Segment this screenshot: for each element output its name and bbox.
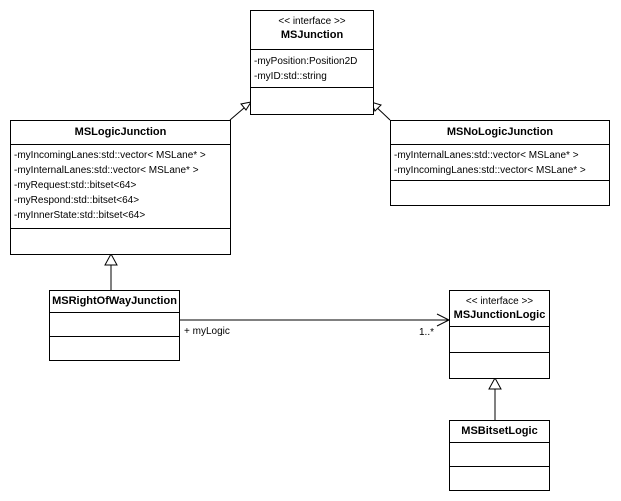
class-name: MSLogicJunction [74,126,167,138]
operation-compartment [50,337,179,360]
inheritance-arrowhead [104,252,118,266]
class-header: MSLogicJunction [11,121,230,145]
attribute: -myInternalLanes:std::vector< MSLane* > [14,165,199,176]
attribute-compartment [450,327,549,353]
attribute: -myRespond:std::bitset<64> [14,195,140,206]
class-ms-junction-logic[interactable]: << interface >> MSJunctionLogic [449,290,550,379]
class-name: MSBitsetLogic [461,425,538,437]
class-header: << interface >> MSJunction [251,11,373,50]
operation-compartment [450,353,549,378]
class-name: MSNoLogicJunction [446,126,554,138]
attribute: -myIncomingLanes:std::vector< MSLane* > [394,165,586,176]
attribute: -myIncomingLanes:std::vector< MSLane* > [14,150,206,161]
class-header: << interface >> MSJunctionLogic [450,291,549,327]
class-name: MSRightOfWayJunction [52,295,177,307]
stereotype-label: << interface >> [278,16,346,27]
operation-compartment [391,181,609,205]
attribute: -myInnerState:std::bitset<64> [14,210,146,221]
class-header: MSBitsetLogic [450,421,549,443]
attribute-compartment: -myInternalLanes:std::vector< MSLane* > … [391,145,609,181]
class-name: MSJunction [280,29,344,41]
class-ms-junction[interactable]: << interface >> MSJunction -myPosition:P… [250,10,374,115]
class-ms-logic-junction[interactable]: MSLogicJunction -myIncomingLanes:std::ve… [10,120,231,255]
association-role-label: + myLogic [184,326,230,337]
attribute: -myPosition:Position2D [254,56,358,67]
class-ms-right-of-way-junction[interactable]: MSRightOfWayJunction [49,290,180,361]
class-header: MSRightOfWayJunction [50,291,179,313]
class-ms-bitset-logic[interactable]: MSBitsetLogic [449,420,550,491]
attribute-compartment [50,313,179,337]
operation-compartment [11,229,230,254]
inheritance-arrowhead [488,376,502,390]
attribute: -myID:std::string [254,71,327,82]
attribute-compartment: -myPosition:Position2D -myID:std::string [251,50,373,88]
inheritance-arrowhead [240,101,253,111]
attribute-compartment [450,443,549,467]
class-header: MSNoLogicJunction [391,121,609,145]
attribute: -myInternalLanes:std::vector< MSLane* > [394,150,579,161]
class-ms-no-logic-junction[interactable]: MSNoLogicJunction -myInternalLanes:std::… [390,120,610,206]
association-multiplicity-label: 1..* [419,327,435,338]
class-name: MSJunctionLogic [453,309,546,321]
operation-compartment [251,88,373,114]
stereotype-label: << interface >> [465,296,534,307]
operation-compartment [450,467,549,490]
attribute-compartment: -myIncomingLanes:std::vector< MSLane* > … [11,145,230,229]
attribute: -myRequest:std::bitset<64> [14,180,137,191]
